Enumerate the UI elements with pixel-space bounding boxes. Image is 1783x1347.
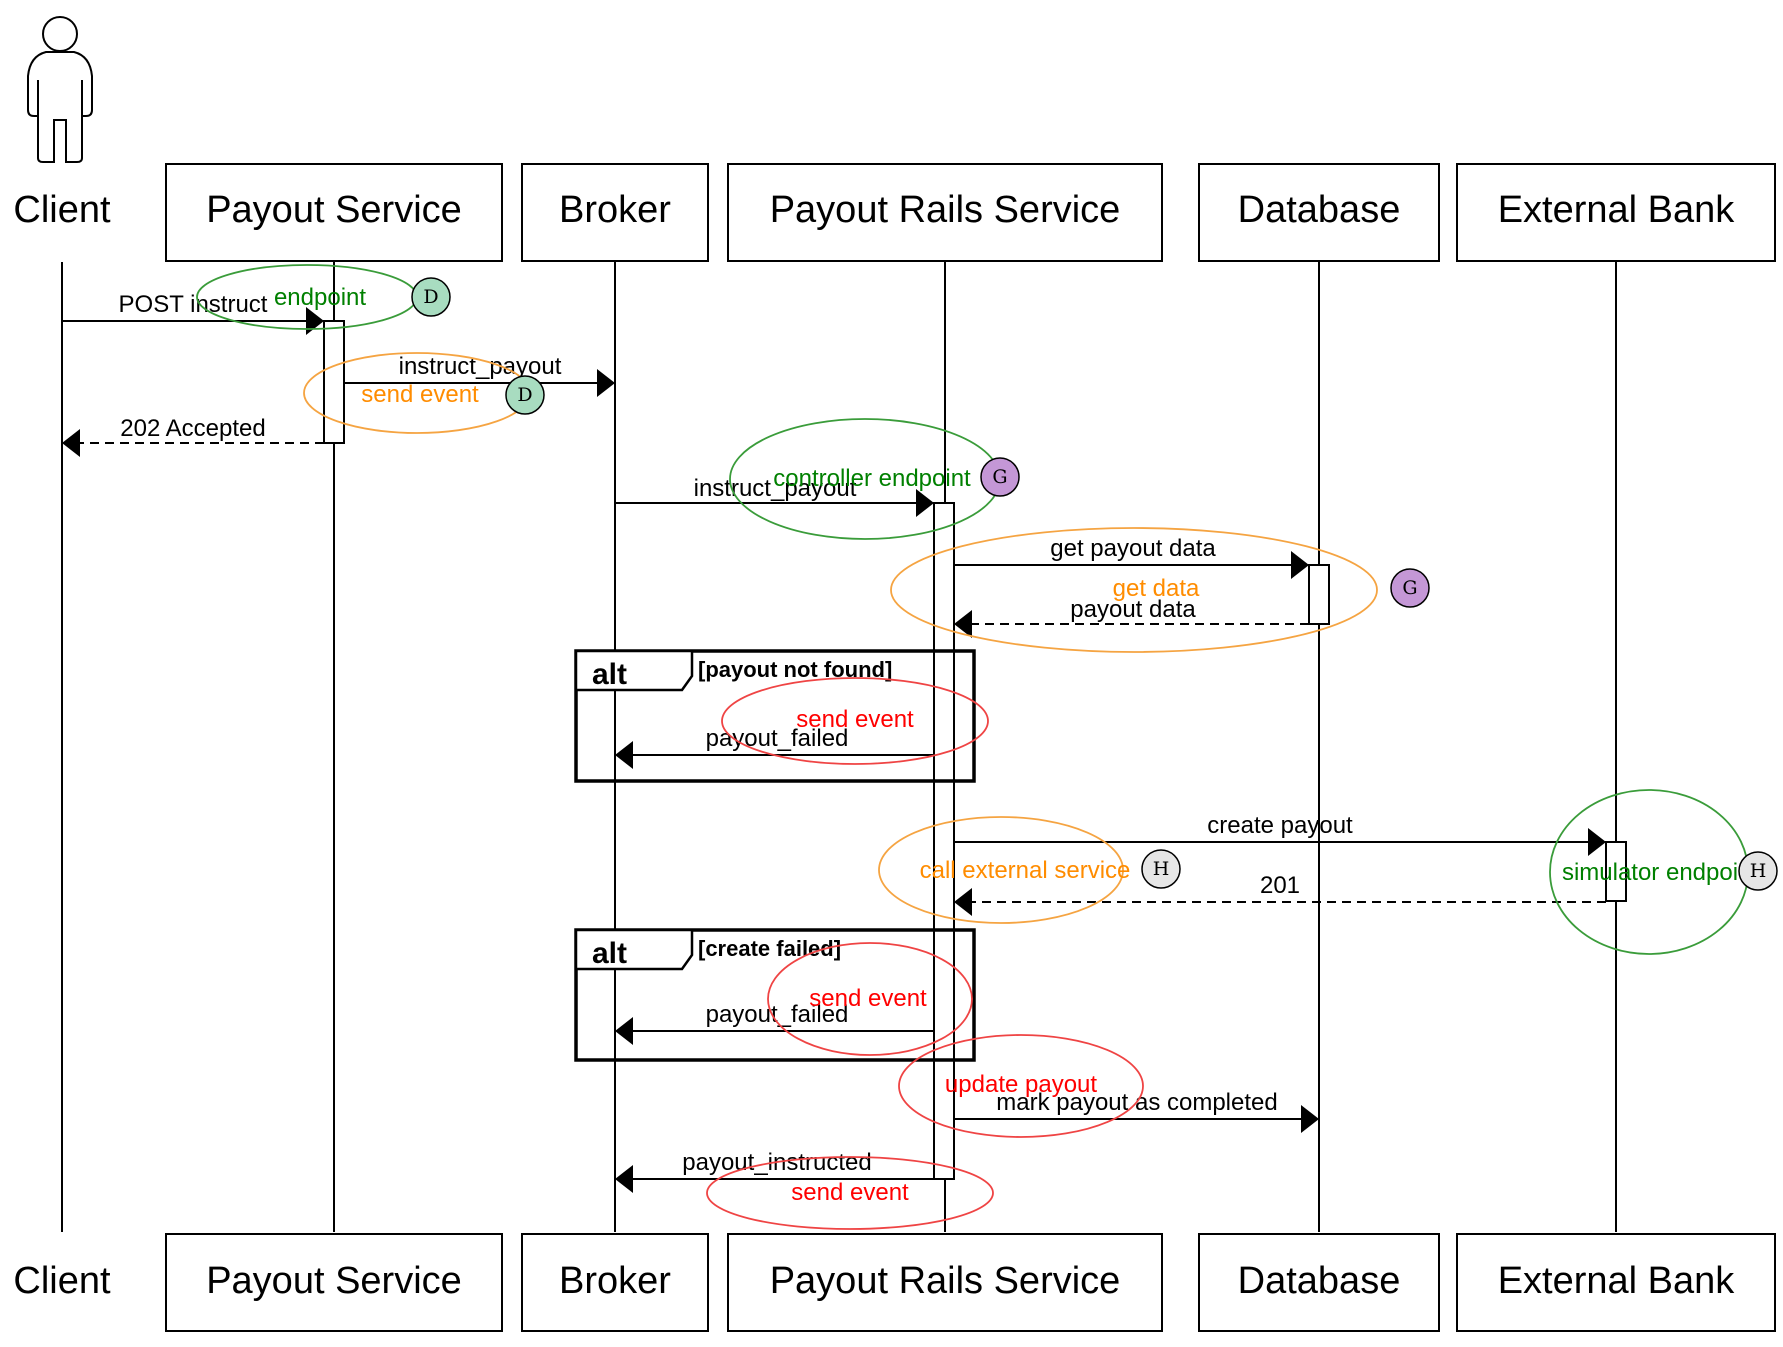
annotation-get-data: get data G [890,527,1430,653]
annotation-badge-circle [1390,568,1430,608]
message-post-instruct: POST instruct [62,291,324,335]
participant-payout-service-bottom: Payout Service [206,1260,462,1302]
participant-box-broker-bottom [521,1233,709,1332]
message-payout-failed-1: payout_failed [615,725,934,769]
participant-payout-rails-bottom: Payout Rails Service [770,1260,1121,1302]
participant-box-external-bank-bottom [1456,1233,1776,1332]
annotation-label: send event [791,1179,909,1206]
participant-database-bottom: Database [1238,1260,1401,1302]
annotation-controller-endpoint: controller endpoint G [729,418,1020,540]
participant-box-payout-rails-top [727,163,1163,262]
message-label: POST instruct [119,291,268,318]
message-payout-failed-2: payout_failed [615,1001,934,1045]
annotation-label: send event [809,985,927,1012]
participant-box-external-bank-top [1456,163,1776,262]
message-label: instruct_payout [399,353,562,380]
participant-box-payout-service-bottom [165,1233,503,1332]
annotation-endpoint: endpoint D [196,264,451,330]
annotation-badge-circle [411,277,451,317]
annotation-badge-circle [980,457,1020,497]
message-get-payout-data: get payout data [954,535,1309,579]
message-202-accepted: 202 Accepted [62,415,324,457]
message-create-payout: create payout [954,812,1606,856]
alt-frame-operator: alt [592,658,627,691]
annotation-label: update payout [945,1071,1097,1098]
activation-external-bank [1605,841,1627,902]
annotation-badge-letter: G [1402,577,1417,599]
annotation-label: controller endpoint [773,465,971,492]
annotation-label: get data [1113,575,1200,602]
annotation-ellipse [706,1156,994,1230]
alt-frame-create-failed: alt [create failed] [574,928,976,1062]
annotation-badge-letter: H [1750,860,1767,882]
annotation-badge-letter: G [992,466,1007,488]
annotation-badge-circle [1141,849,1181,889]
participant-external-bank-bottom: External Bank [1498,1260,1736,1302]
participant-payout-service-top: Payout Service [206,189,462,231]
annotation-badge-circle [505,375,545,415]
participant-box-database-top [1198,163,1440,262]
annotation-ellipse [767,942,973,1056]
client-actor-icon [27,16,93,163]
participant-broker-bottom: Broker [559,1260,671,1302]
annotation-badge-letter: H [1153,858,1170,880]
message-label: 202 Accepted [120,415,265,442]
alt-frame-guard: [create failed] [698,936,841,961]
message-201-return: 201 [954,872,1606,916]
participant-payout-rails-top: Payout Rails Service [770,189,1121,231]
annotation-label: send event [361,381,479,408]
annotation-ellipse [878,816,1124,924]
alt-frame-operator: alt [592,937,627,970]
annotation-send-event-publish: send event D [303,352,545,434]
annotation-ellipse [890,527,1378,653]
participant-box-payout-rails-bottom [727,1233,1163,1332]
message-label: payout_failed [706,725,849,752]
activation-payout-service [323,320,345,444]
participant-external-bank-top: External Bank [1498,189,1736,231]
message-label: get payout data [1050,535,1216,562]
participant-box-database-bottom [1198,1233,1440,1332]
annotation-call-external-service: call external service H [878,816,1181,924]
annotation-ellipse [721,677,989,765]
message-label: payout_failed [706,1001,849,1028]
participant-box-broker-top [521,163,709,262]
participant-box-payout-service-top [165,163,503,262]
message-label: payout data [1070,596,1196,623]
annotation-send-event-failed-1: send event [721,677,989,765]
participant-database-top: Database [1238,189,1401,231]
annotation-ellipse [898,1034,1144,1138]
alt-frame-payout-not-found: alt [payout not found] [574,649,976,783]
annotation-send-event-failed-2: send event [767,942,973,1056]
message-label: 201 [1260,872,1300,899]
annotation-badge-letter: D [517,384,532,406]
annotation-label: send event [796,706,914,733]
activation-database [1308,564,1330,625]
message-label: create payout [1207,812,1353,839]
annotation-badge-circle [1738,851,1778,891]
annotation-update-payout: update payout [898,1034,1144,1138]
annotation-label: endpoint [274,284,366,311]
annotation-label: call external service [920,857,1131,884]
annotation-badge-letter: D [423,286,438,308]
participant-client-bottom: Client [13,1260,111,1302]
message-instruct-payout-to-broker: instruct_payout [344,353,615,397]
message-payout-data-return: payout data [954,596,1309,638]
message-instruct-payout-to-rails: instruct_payout [615,475,934,517]
message-label: instruct_payout [694,475,857,502]
annotation-simulator-endpoint: simulator endpoi H [1549,789,1778,955]
participant-broker-top: Broker [559,189,671,231]
annotation-send-event-instructed: send event [706,1156,994,1230]
participant-client-top: Client [13,189,111,231]
annotation-label: simulator endpoi [1562,859,1738,886]
